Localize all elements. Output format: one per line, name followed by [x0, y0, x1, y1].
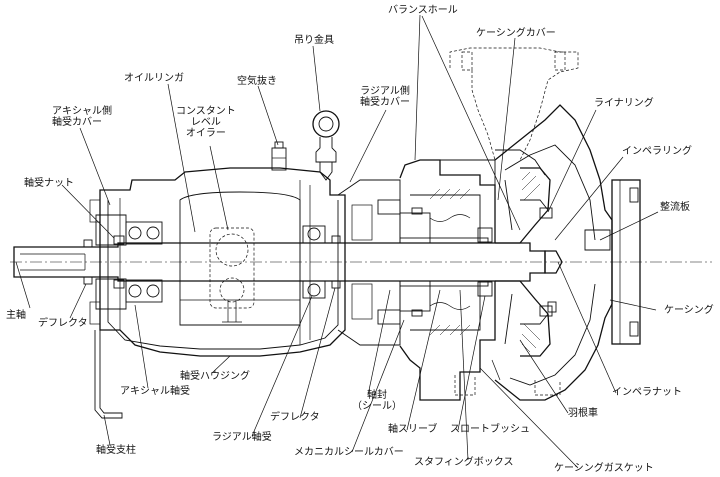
label-casing: ケーシング: [664, 305, 714, 316]
label-bearing-nut: 軸受ナット: [24, 178, 74, 189]
bearing-support-shape: [94, 330, 123, 419]
radial-bearing-shape: [302, 225, 326, 299]
label-radial-bearing-cover: ラジアル側 軸受カバー: [360, 86, 410, 108]
label-shaft-seal: 軸封 （シール）: [352, 390, 402, 412]
right-deflector-shape: [331, 235, 341, 289]
label-constant-level-oiler: コンスタント レベル オイラー: [176, 106, 236, 139]
label-bearing-support: 軸受支柱: [96, 445, 136, 456]
impeller-nut-shape: [544, 250, 563, 274]
axial-bearing-cover-shape: [89, 199, 127, 325]
label-impeller: 羽根車: [568, 408, 598, 419]
label-axial-bearing: アキシャル軸受: [120, 386, 190, 397]
label-lifting-eye: 吊り金具: [294, 35, 334, 46]
label-balance-hole: バランスホール: [388, 5, 458, 16]
oil-ring-shape: [209, 227, 255, 323]
label-axial-bearing-cover: アキシャル側 軸受カバー: [52, 106, 112, 128]
label-impeller-ring: インペラリング: [622, 146, 692, 157]
label-shaft-sleeve: 軸スリーブ: [388, 424, 438, 435]
lifting-eye-shape: [312, 110, 340, 181]
leader-lines: [15, 14, 659, 469]
label-deflector-right: デフレクタ: [270, 412, 320, 423]
left-deflector-shape: [83, 239, 93, 285]
label-stuffing-box: スタフィングボックス: [414, 457, 514, 468]
label-liner-ring: ライナリング: [594, 98, 654, 109]
label-radial-bearing: ラジアル軸受: [212, 432, 272, 443]
label-deflector-left: デフレクタ: [38, 318, 88, 329]
bearing-housing-shape: [99, 167, 346, 357]
label-guide-plate: 整流板: [660, 202, 690, 213]
label-bearing-housing: 軸受ハウジング: [180, 371, 250, 382]
impeller-ring-shape: [539, 207, 553, 317]
label-oil-ring: オイルリンガ: [124, 73, 184, 84]
shaft-sleeve-shape: [399, 237, 489, 287]
casing-shape: [494, 104, 613, 401]
casing-cover-shape: [440, 47, 579, 185]
radial-bearing-cover-shape: [337, 179, 401, 346]
guide-plate-shape: [584, 229, 611, 251]
label-impeller-nut: インペラナット: [612, 387, 682, 398]
stuffing-box-shape: [399, 159, 496, 401]
air-vent-shape: [271, 141, 287, 171]
bearing-nut-shape: [113, 235, 125, 289]
label-main-shaft: 主軸: [6, 310, 26, 321]
label-throat-bush: スロートブッシュ: [450, 424, 530, 435]
label-mech-seal-cover: メカニカルシールカバー: [294, 447, 404, 458]
label-casing-gasket: ケーシングガスケット: [554, 463, 654, 474]
flange-bolts: [411, 207, 557, 317]
label-casing-cover: ケーシングカバー: [476, 28, 556, 39]
label-air-vent: 空気抜き: [237, 76, 277, 87]
suction-flange-shape: [611, 179, 641, 345]
